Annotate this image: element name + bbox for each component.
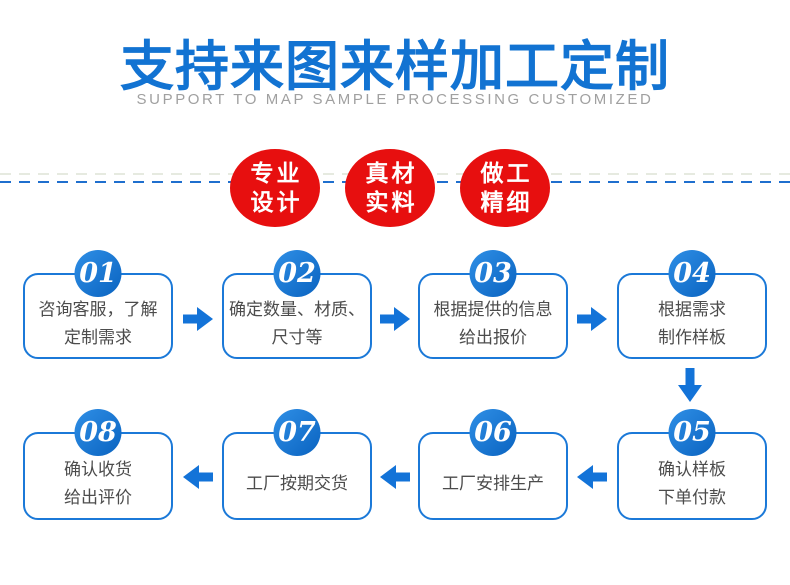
feature-badge-line: 实料 bbox=[365, 189, 418, 215]
arrow-left-icon bbox=[380, 465, 410, 489]
feature-badge-fine-workmanship: 做工 精细 bbox=[460, 149, 550, 227]
step-number: 02 bbox=[278, 258, 316, 289]
feature-badge-line: 专业 bbox=[250, 160, 303, 186]
step-text-line: 下单付款 bbox=[658, 488, 726, 507]
feature-badge-line: 设计 bbox=[250, 189, 303, 215]
step-box-04: 04 根据需求 制作样板 bbox=[617, 250, 767, 359]
step-text-line: 工厂按期交货 bbox=[246, 474, 348, 493]
step-text-line: 尺寸等 bbox=[271, 328, 323, 347]
step-text-line: 确认样板 bbox=[658, 460, 726, 479]
feature-badge-line: 精细 bbox=[480, 189, 533, 215]
step-box-03: 03 根据提供的信息 给出报价 bbox=[418, 250, 568, 359]
arrow-left-icon bbox=[577, 465, 607, 489]
feature-badge-line: 真材 bbox=[365, 160, 418, 186]
step-number: 08 bbox=[79, 417, 117, 448]
step-text: 根据需求 制作样板 bbox=[658, 296, 726, 352]
step-box-06: 06 工厂安排生产 bbox=[418, 409, 568, 520]
step-number: 06 bbox=[474, 417, 512, 448]
step-text: 确认收货 给出评价 bbox=[64, 456, 132, 512]
feature-badge-line: 做工 bbox=[480, 160, 533, 186]
step-text-line: 根据提供的信息 bbox=[433, 300, 553, 319]
step-text-line: 工厂安排生产 bbox=[442, 474, 544, 493]
step-text-line: 给出评价 bbox=[64, 488, 132, 507]
step-text-line: 给出报价 bbox=[459, 328, 527, 347]
step-box-01: 01 咨询客服，了解 定制需求 bbox=[23, 250, 173, 359]
step-text: 确认样板 下单付款 bbox=[658, 456, 726, 512]
step-box-07: 07 工厂按期交货 bbox=[222, 409, 372, 520]
step-text-line: 确认收货 bbox=[64, 460, 132, 479]
step-number-badge: 03 bbox=[469, 250, 517, 297]
arrow-left-icon bbox=[183, 465, 213, 489]
step-box-08: 08 确认收货 给出评价 bbox=[23, 409, 173, 520]
step-number: 01 bbox=[79, 258, 117, 289]
step-text: 咨询客服，了解 定制需求 bbox=[39, 296, 158, 352]
step-number: 03 bbox=[474, 258, 512, 289]
step-text: 工厂按期交货 bbox=[246, 470, 348, 498]
step-number-badge: 08 bbox=[74, 409, 122, 456]
step-number-badge: 05 bbox=[668, 409, 716, 456]
step-box-05: 05 确认样板 下单付款 bbox=[617, 409, 767, 520]
step-number-badge: 07 bbox=[273, 409, 321, 456]
step-text-line: 制作样板 bbox=[658, 328, 726, 347]
arrow-right-icon bbox=[183, 307, 213, 331]
step-number: 04 bbox=[673, 258, 711, 289]
step-number-badge: 01 bbox=[74, 250, 122, 297]
step-text: 工厂安排生产 bbox=[442, 470, 544, 498]
page-title: 支持来图来样加工定制 bbox=[120, 37, 670, 97]
page-subtitle: SUPPORT TO MAP SAMPLE PROCESSING CUSTOMI… bbox=[136, 91, 654, 108]
feature-badge-professional-design: 专业 设计 bbox=[230, 149, 320, 227]
step-number-badge: 02 bbox=[273, 250, 321, 297]
arrow-right-icon bbox=[577, 307, 607, 331]
arrow-down-icon bbox=[678, 368, 702, 402]
step-text-line: 确定数量、材质、 bbox=[229, 300, 365, 319]
feature-badge-real-materials: 真材 实料 bbox=[345, 149, 435, 227]
step-text-line: 定制需求 bbox=[64, 328, 132, 347]
step-text-line: 根据需求 bbox=[658, 300, 726, 319]
step-text: 确定数量、材质、 尺寸等 bbox=[229, 296, 365, 352]
step-number: 05 bbox=[673, 417, 711, 448]
step-text-line: 咨询客服，了解 bbox=[38, 300, 158, 319]
step-number-badge: 04 bbox=[668, 250, 716, 297]
step-text: 根据提供的信息 给出报价 bbox=[434, 296, 553, 352]
step-number: 07 bbox=[278, 417, 316, 448]
step-box-02: 02 确定数量、材质、 尺寸等 bbox=[222, 250, 372, 359]
step-number-badge: 06 bbox=[469, 409, 517, 456]
arrow-right-icon bbox=[380, 307, 410, 331]
